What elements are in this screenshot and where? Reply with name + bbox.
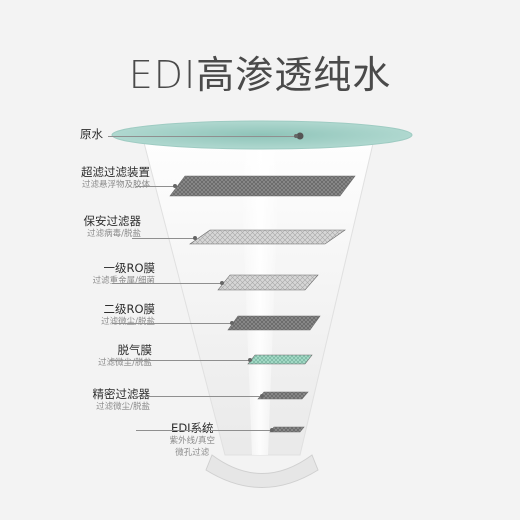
- stage-name: 保安过滤器: [83, 214, 142, 228]
- stage-name: 脱气膜: [117, 343, 153, 357]
- membrane-layer-6: [257, 391, 309, 400]
- stage-description: 过滤病毒/脱盐: [87, 229, 141, 240]
- stage-description: 微孔过滤: [175, 447, 210, 458]
- stage-name: 精密过滤器: [92, 387, 151, 401]
- leader-line: [132, 236, 197, 240]
- stage-label: 脱气膜过滤微尘/脱盐: [98, 343, 153, 369]
- membrane-layer-4: [227, 315, 321, 331]
- raw-water-surface: [111, 120, 413, 150]
- leader-line: [136, 184, 177, 188]
- membrane-layer-3: [217, 274, 319, 291]
- stage-name: 二级RO膜: [103, 302, 155, 316]
- leader-line: [112, 321, 234, 325]
- stage-label: 超滤过滤装置过滤悬浮物及胶体: [81, 165, 150, 191]
- membrane-layer-2: [189, 229, 346, 245]
- stage-description: 过滤微尘/脱盐: [96, 402, 150, 413]
- water-drop-icon: [296, 132, 304, 140]
- cone-base: [205, 454, 319, 488]
- stage-label: 原水: [80, 127, 103, 141]
- leader-line: [136, 394, 264, 398]
- stage-label: 精密过滤器过滤微尘/脱盐: [92, 387, 151, 413]
- membrane-layer-7: [269, 426, 305, 433]
- stage-label: 二级RO膜过滤微尘/脱盐: [101, 302, 155, 328]
- stage-name: EDI系统: [171, 421, 214, 435]
- leader-line: [110, 358, 252, 362]
- stage-label: 一级RO膜过滤重金属/细菌: [92, 261, 155, 287]
- stage-name: 超滤过滤装置: [81, 165, 150, 179]
- stage-name: 原水: [80, 127, 103, 141]
- stage-description: 过滤微尘/脱盐: [98, 358, 152, 369]
- stage-description: 过滤微尘/脱盐: [101, 317, 155, 328]
- stage-description: 紫外线/真空: [169, 436, 215, 447]
- page-title: EDI高渗透纯水: [128, 53, 392, 97]
- stage-description: 过滤悬浮物及胶体: [81, 180, 150, 191]
- stage-description: 过滤重金属/细菌: [92, 276, 155, 287]
- membrane-layer-5: [247, 354, 313, 365]
- leader-line: [136, 428, 274, 432]
- leader-line: [108, 134, 298, 138]
- membrane-layer-1: [169, 175, 356, 197]
- leader-line: [112, 281, 224, 285]
- stage-name: 一级RO膜: [103, 261, 155, 275]
- stage-label: 保安过滤器过滤病毒/脱盐: [83, 214, 142, 240]
- light-beam: [240, 140, 280, 455]
- stage-label: EDI系统紫外线/真空微孔过滤: [169, 421, 215, 459]
